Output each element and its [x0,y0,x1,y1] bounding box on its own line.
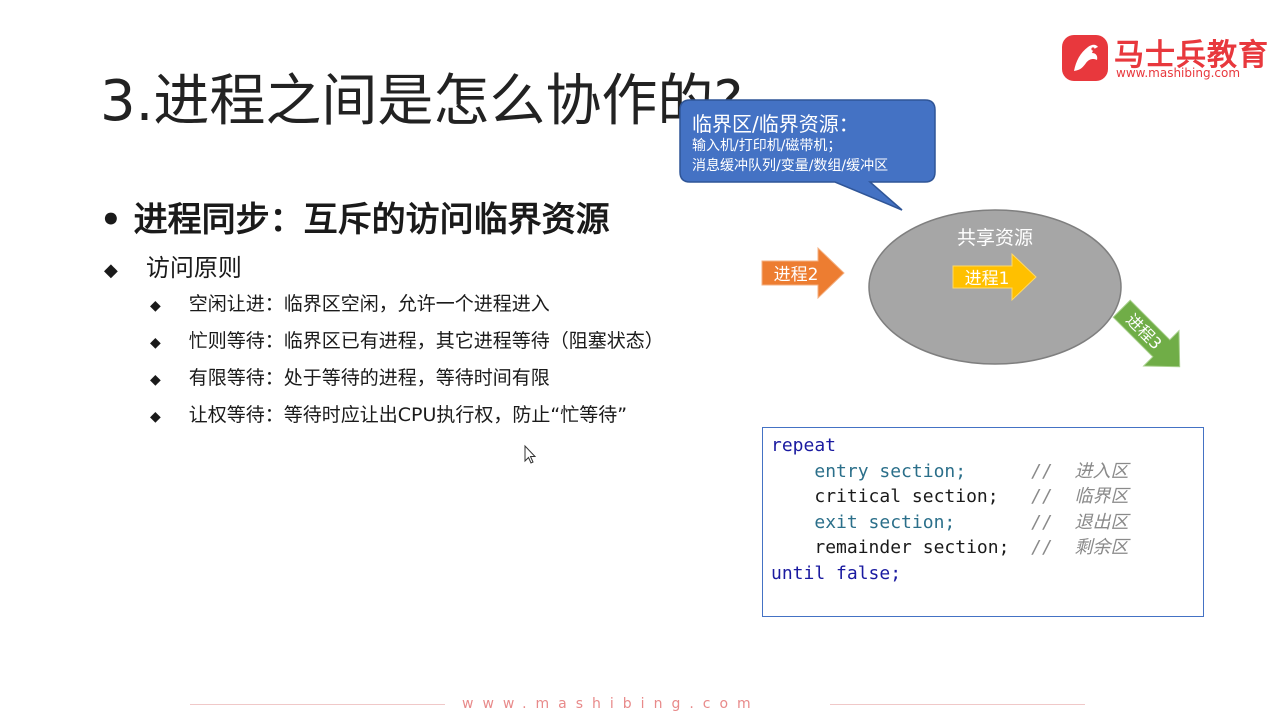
slide-title: 3.进程之间是怎么协作的? [100,69,744,134]
code-comment: // 临界区 [1031,486,1129,507]
process3-arrow [1112,299,1181,368]
process2-arrow [761,246,845,300]
code-box [762,427,1204,617]
code-statement: entry section; [814,460,967,482]
process1-label: 进程1 [965,269,1010,289]
list-item-text: 忙则等待：临界区已有进程，其它进程等待（阻塞状态） [188,330,664,352]
brand-name: 马士兵教育 [1114,38,1269,73]
list-item-text: 让权等待：等待时应让出CPU执行权，防止“忙等待” [188,404,628,426]
list-item: ◆ 忙则等待：临界区已有进程，其它进程等待（阻塞状态） [150,326,664,353]
code-comment: // 剩余区 [1031,537,1129,558]
callout-content: 临界区/临界资源： 输入机/打印机/磁带机； 消息缓冲队列/变量/数组/缓冲区 [692,112,888,176]
list-item: ◆ 让权等待：等待时应让出CPU执行权，防止“忙等待” [150,400,627,427]
footer-url: www.mashibing.com [462,696,760,712]
code-block: repeat entry section; // 进入区 critical se… [771,433,1128,586]
shared-resource-label: 共享资源 [957,227,1033,249]
list-item: ◆ 有限等待：处于等待的进程，等待时间有限 [150,363,550,390]
code-line: entry section; // 进入区 [771,459,1128,485]
callout-bubble [679,99,936,211]
code-keyword: repeat [771,435,837,456]
sub-heading-text: 访问原则 [145,254,242,282]
horse-logo-icon [1062,35,1108,81]
diamond-bullet-icon: ◆ [150,372,161,388]
diamond-bullet-icon: ◆ [150,298,161,314]
callout-line: 输入机/打印机/磁带机； [692,138,842,154]
callout-line: 消息缓冲队列/变量/数组/缓冲区 [692,158,889,174]
footer-divider [830,704,1085,705]
list-item-text: 有限等待：处于等待的进程，等待时间有限 [188,367,550,389]
heading-bullet: • [100,200,122,240]
footer-divider [190,704,445,705]
list-item-text: 空闲让进：临界区空闲，允许一个进程进入 [188,293,550,315]
code-line: exit section; // 退出区 [771,510,1128,536]
list-item: ◆ 空闲让进：临界区空闲，允许一个进程进入 [150,289,550,316]
code-line: repeat [771,433,1128,459]
code-line: critical section; // 临界区 [771,484,1128,510]
process2-label: 进程2 [774,265,819,285]
process1-arrow [952,252,1037,302]
brand-url: www.mashibing.com [1116,66,1241,80]
section-heading: • 进程同步：互斥的访问临界资源 [100,192,610,241]
code-line: remainder section; // 剩余区 [771,535,1128,561]
heading-text: 进程同步：互斥的访问临界资源 [133,200,610,240]
diamond-bullet-icon: ◆ [150,409,161,425]
code-statement: critical section; [814,486,999,507]
code-statement: exit section; [814,511,956,533]
mouse-pointer-icon [524,444,537,464]
callout-title: 临界区/临界资源： [692,112,859,136]
diamond-bullet-icon: ◆ [104,260,118,281]
code-statement: remainder section; [814,537,1010,558]
code-line: until false; [771,561,1128,587]
code-comment: // 退出区 [1031,511,1129,533]
diamond-bullet-icon: ◆ [150,335,161,351]
sub-heading: ◆ 访问原则 [104,248,242,283]
code-keyword: until false; [771,562,902,584]
code-comment: // 进入区 [1031,460,1129,482]
